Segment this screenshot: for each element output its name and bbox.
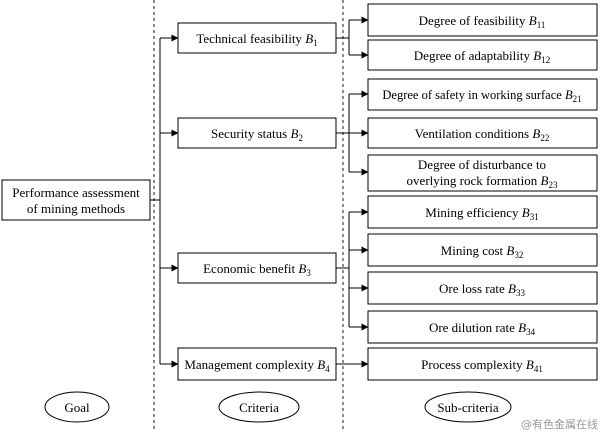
subcriteria-2-subscript: 12 <box>541 55 550 65</box>
criteria-node-4: Management complexity B4 <box>177 347 337 381</box>
subcriteria-7-text: Mining cost <box>441 243 507 258</box>
subcriteria-8-text: Ore loss rate <box>439 281 508 296</box>
svg-text:overlying rock formation B23: overlying rock formation B23 <box>407 173 558 190</box>
svg-text:Management complexity B4: Management complexity B4 <box>184 357 330 374</box>
subcriteria-7-subscript: 32 <box>514 250 523 260</box>
subcriteria-node-4: Ventilation conditions B22 <box>367 117 598 149</box>
svg-text:Degree of feasibility B11: Degree of feasibility B11 <box>419 13 546 30</box>
criteria-node-3: Economic benefit B3 <box>177 252 337 284</box>
svg-text:Process complexity B41: Process complexity B41 <box>421 357 543 374</box>
subcriteria-4-symbol: B <box>532 126 540 141</box>
criteria-node-2: Security status B2 <box>177 117 337 149</box>
subcriteria-2-symbol: B <box>533 48 541 63</box>
svg-text:Degree of safety in working su: Degree of safety in working surface B21 <box>382 88 581 104</box>
svg-text:Mining efficiency B31: Mining efficiency B31 <box>425 205 538 222</box>
subcriteria-node-1: Degree of feasibility B11 <box>367 3 598 37</box>
subcriteria-8-symbol: B <box>508 281 516 296</box>
subcriteria-9-symbol: B <box>518 320 526 335</box>
criteria-1-symbol: B <box>305 31 313 46</box>
svg-text:Mining cost B32: Mining cost B32 <box>441 243 524 260</box>
subcriteria-2-text: Degree of adaptability <box>414 48 533 63</box>
subcriteria-9-text: Ore dilution rate <box>429 320 518 335</box>
level-subcriteria-text: Sub-criteria <box>437 400 499 415</box>
subcriteria-5-subscript: 23 <box>548 180 558 190</box>
level-label-criteria: Criteria <box>218 391 300 423</box>
criteria-2-subscript: 2 <box>298 133 303 143</box>
subcriteria-10-subscript: 41 <box>534 364 543 374</box>
criteria-3-symbol: B <box>298 261 306 276</box>
subcriteria-10-symbol: B <box>526 357 534 372</box>
subcriteria-node-2: Degree of adaptability B12 <box>367 39 598 71</box>
level-goal-text: Goal <box>64 400 90 415</box>
svg-text:Technical feasibility B1: Technical feasibility B1 <box>196 31 317 48</box>
criteria-4-symbol: B <box>317 357 325 372</box>
criteria-2-symbol: B <box>290 126 298 141</box>
subcriteria-1-text: Degree of feasibility <box>419 13 529 28</box>
subcriteria-node-9: Ore dilution rate B34 <box>367 310 598 344</box>
goal-connectors <box>150 34 179 368</box>
criteria-node-1: Technical feasibility B1 <box>177 22 337 54</box>
criteria-2-text: Security status <box>211 126 290 141</box>
subcriteria-5-symbol: B <box>540 173 548 188</box>
subcriteria-6-text: Mining efficiency <box>425 205 522 220</box>
criteria-4-text: Management complexity <box>184 357 317 372</box>
svg-text:Ore dilution rate B34: Ore dilution rate B34 <box>429 320 536 337</box>
watermark-text: @有色金属在线 <box>521 417 598 431</box>
criteria-connectors <box>336 16 369 368</box>
level-label-subcriteria: Sub-criteria <box>424 391 512 423</box>
subcriteria-5-text: overlying rock formation <box>407 173 541 188</box>
subcriteria-1-subscript: 11 <box>537 20 546 30</box>
subcriteria-5-line-1: Degree of disturbance to <box>418 157 546 172</box>
level-label-goal: Goal <box>44 391 110 423</box>
goal-line-1: Performance assessment <box>12 185 140 200</box>
subcriteria-node-6: Mining efficiency B31 <box>367 195 598 229</box>
subcriteria-node-8: Ore loss rate B33 <box>367 271 598 305</box>
subcriteria-7-symbol: B <box>506 243 514 258</box>
subcriteria-1-symbol: B <box>529 13 537 28</box>
subcriteria-4-text: Ventilation conditions <box>415 126 533 141</box>
subcriteria-4-subscript: 22 <box>540 133 549 143</box>
svg-text:Economic benefit B3: Economic benefit B3 <box>203 261 311 278</box>
subcriteria-10-text: Process complexity <box>421 357 526 372</box>
subcriteria-8-subscript: 33 <box>516 288 526 298</box>
level-criteria-text: Criteria <box>239 400 279 415</box>
goal-line-2: of mining methods <box>27 201 125 216</box>
subcriteria-6-symbol: B <box>522 205 530 220</box>
criteria-4-subscript: 4 <box>325 364 330 374</box>
subcriteria-3-text: Degree of safety in working surface <box>382 88 565 102</box>
subcriteria-3-subscript: 21 <box>573 94 582 104</box>
subcriteria-node-3: Degree of safety in working surface B21 <box>367 78 598 111</box>
svg-text:Security status B2: Security status B2 <box>211 126 303 143</box>
criteria-1-subscript: 1 <box>313 38 318 48</box>
goal-node: Performance assessment of mining methods <box>1 179 151 221</box>
subcriteria-node-10: Process complexity B41 <box>367 347 598 381</box>
subcriteria-node-7: Mining cost B32 <box>367 233 598 267</box>
criteria-3-text: Economic benefit <box>203 261 298 276</box>
criteria-1-text: Technical feasibility <box>196 31 305 46</box>
subcriteria-3-symbol: B <box>565 88 573 102</box>
svg-text:Ore loss rate B33: Ore loss rate B33 <box>439 281 525 298</box>
svg-text:Ventilation conditions B22: Ventilation conditions B22 <box>415 126 550 143</box>
criteria-3-subscript: 3 <box>306 268 311 278</box>
svg-text:Degree of adaptability B12: Degree of adaptability B12 <box>414 48 550 65</box>
subcriteria-6-subscript: 31 <box>530 212 539 222</box>
subcriteria-9-subscript: 34 <box>526 327 536 337</box>
subcriteria-node-5: Degree of disturbance to overlying rock … <box>367 154 598 192</box>
